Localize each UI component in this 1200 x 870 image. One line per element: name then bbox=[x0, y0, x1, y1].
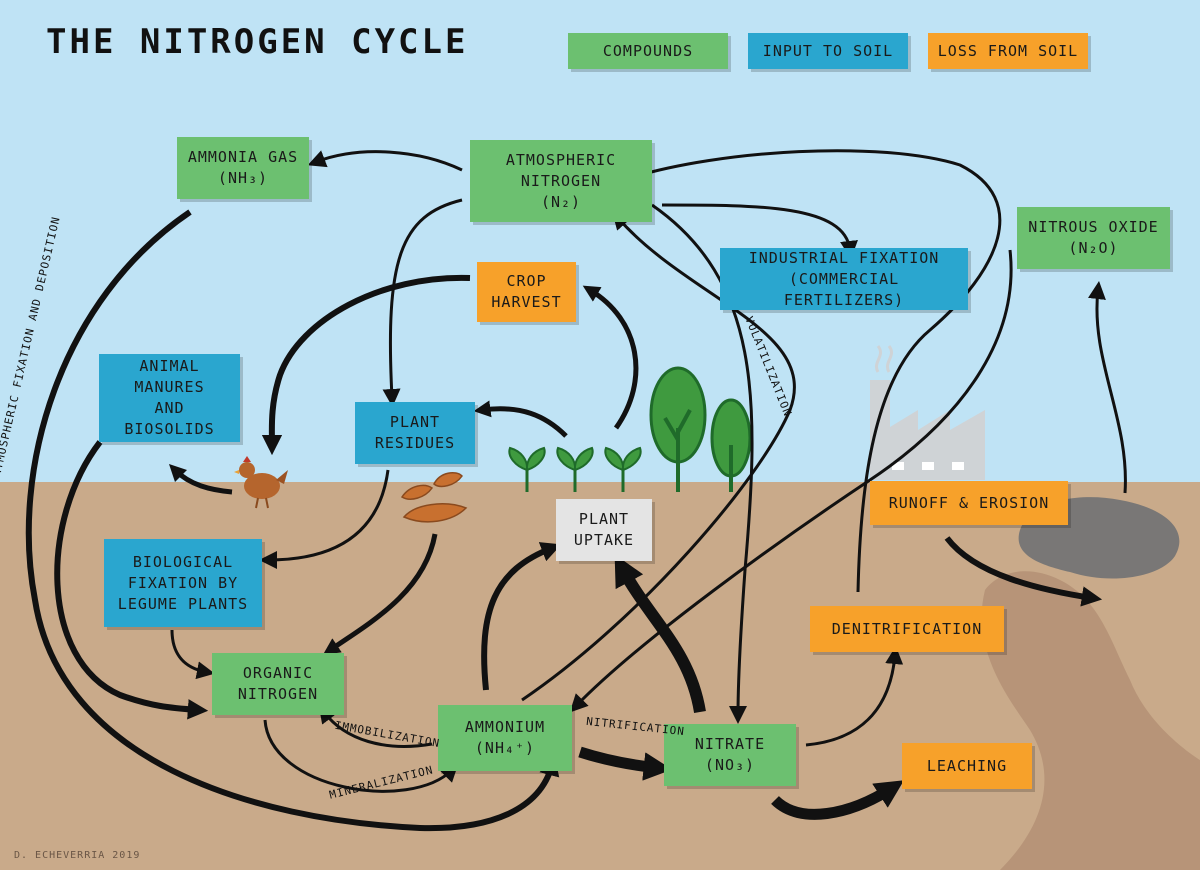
trees-icon bbox=[649, 366, 752, 492]
node-biological-fixation: BIOLOGICAL FIXATION BY LEGUME PLANTS bbox=[104, 539, 262, 627]
seedlings-icon bbox=[508, 446, 642, 492]
node-industrial-line-2: (COMMERCIAL FERTILIZERS) bbox=[783, 269, 905, 309]
node-plant-uptake-line-1: PLANT bbox=[578, 510, 630, 528]
node-ammonium-line-1: AMMONIUM bbox=[464, 718, 546, 736]
node-crop-harvest: CROP HARVEST bbox=[477, 262, 576, 322]
node-runoff-erosion: RUNOFF & EROSION bbox=[870, 481, 1068, 525]
node-biological-line-3: LEGUME PLANTS bbox=[117, 594, 249, 613]
node-nitrous-oxide-line-1: NITROUS OXIDE bbox=[1028, 218, 1159, 236]
node-nitrous-oxide-line-2: (N₂O) bbox=[1068, 239, 1119, 257]
node-nitrous-oxide: NITROUS OXIDE (N₂O) bbox=[1017, 207, 1170, 269]
arrow-pond-to-nitrous-oxide bbox=[1088, 281, 1127, 494]
leaves-icon bbox=[400, 471, 468, 523]
chicken-icon bbox=[234, 456, 288, 509]
node-crop-harvest-line-1: CROP bbox=[506, 272, 547, 290]
node-animal-manures: ANIMAL MANURES AND BIOSOLIDS bbox=[99, 354, 240, 442]
node-atmospheric-line-3: (N₂) bbox=[540, 192, 582, 211]
node-atmospheric-nitrogen: ATMOSPHERIC NITROGEN (N₂) bbox=[470, 140, 652, 222]
node-leaching: LEACHING bbox=[902, 743, 1032, 789]
node-nitrate-line-2: (NO₃) bbox=[704, 756, 756, 774]
node-crop-harvest-line-2: HARVEST bbox=[491, 293, 562, 311]
node-organic-nitrogen-line-1: ORGANIC bbox=[242, 664, 314, 682]
runoff-stream bbox=[981, 571, 1200, 870]
legend-input-to-soil: INPUT TO SOIL bbox=[748, 33, 908, 69]
node-biological-line-2: FIXATION BY bbox=[127, 573, 239, 592]
node-atmospheric-line-1: ATMOSPHERIC bbox=[505, 150, 617, 169]
arrow-runoff-to-pond bbox=[944, 536, 1103, 607]
node-runoff-erosion-line-1: RUNOFF & EROSION bbox=[888, 493, 1050, 512]
arrow-plants-to-crop-harvest bbox=[582, 285, 639, 430]
node-industrial-line-1: INDUSTRIAL FIXATION bbox=[748, 248, 940, 267]
factory-icon bbox=[870, 345, 985, 480]
node-plant-uptake: PLANT UPTAKE bbox=[556, 499, 652, 561]
node-plant-residues: PLANT RESIDUES bbox=[355, 402, 475, 464]
arrow-industrial-to-ammonium bbox=[569, 249, 1013, 713]
arrow-nitrification bbox=[578, 746, 673, 781]
node-animal-manures-line-3: AND BIOSOLIDS bbox=[124, 399, 215, 438]
node-animal-manures-line-2: MANURES bbox=[134, 378, 205, 396]
arrow-immobilization bbox=[318, 704, 433, 748]
node-plant-residues-line-1: PLANT bbox=[389, 413, 441, 431]
page-title: THE NITROGEN CYCLE bbox=[46, 22, 469, 62]
arrow-mineralization bbox=[263, 719, 459, 793]
arrow-atmospheric-fixation-deposition bbox=[25, 209, 560, 832]
arrow-crop-harvest-to-animal-manures bbox=[261, 274, 471, 456]
arrow-leaves-to-organic bbox=[322, 533, 438, 655]
node-leaching-line-1: LEACHING bbox=[926, 756, 1008, 775]
arrow-plants-to-plant-residues bbox=[473, 400, 568, 438]
arrow-atmospheric-to-plant-residues bbox=[382, 198, 463, 407]
arrow-atmospheric-to-industrial bbox=[661, 203, 858, 259]
node-organic-nitrogen: ORGANIC NITROGEN bbox=[212, 653, 344, 715]
node-biological-line-1: BIOLOGICAL bbox=[132, 552, 234, 571]
arrow-nitrate-to-leaching bbox=[771, 780, 905, 820]
arrow-volatilization bbox=[521, 211, 796, 702]
node-organic-nitrogen-line-2: NITROGEN bbox=[237, 685, 319, 703]
arrow-ammonium-to-uptake bbox=[481, 542, 562, 691]
node-plant-uptake-line-2: UPTAKE bbox=[573, 531, 635, 549]
node-nitrate-line-1: NITRATE bbox=[694, 735, 766, 753]
node-ammonium: AMMONIUM (NH₄⁺) bbox=[438, 705, 572, 771]
arrow-biological-to-organic bbox=[170, 629, 215, 680]
node-ammonia-gas: AMMONIA GAS (NH₃) bbox=[177, 137, 309, 199]
node-industrial-fixation: INDUSTRIAL FIXATION (COMMERCIAL FERTILIZ… bbox=[720, 248, 968, 310]
node-nitrate: NITRATE (NO₃) bbox=[664, 724, 796, 786]
arrow-atmospheric-to-ammonia-gas bbox=[307, 150, 463, 172]
node-atmospheric-line-2: NITROGEN bbox=[520, 171, 602, 190]
node-ammonia-gas-line-2: (NH₃) bbox=[217, 169, 269, 187]
legend-compounds: COMPOUNDS bbox=[568, 33, 728, 69]
arrow-nitrate-to-denitrification bbox=[805, 646, 904, 747]
node-denitrification-line-1: DENITRIFICATION bbox=[831, 619, 983, 638]
arrow-industrial-to-nitrate bbox=[651, 203, 754, 724]
arrow-chicken-to-animal-manures bbox=[168, 463, 233, 495]
arrow-denitrification-to-atmospheric bbox=[621, 149, 1002, 593]
node-denitrification: DENITRIFICATION bbox=[810, 606, 1004, 652]
arrow-residues-to-biological bbox=[259, 469, 390, 569]
node-ammonia-gas-line-1: AMMONIA GAS bbox=[187, 148, 299, 166]
node-plant-residues-line-2: RESIDUES bbox=[374, 434, 456, 452]
node-ammonium-line-2: (NH₄⁺) bbox=[474, 739, 536, 757]
arrow-nitrate-to-uptake bbox=[614, 554, 706, 714]
credit-text: D. ECHEVERRIA 2019 bbox=[14, 850, 141, 861]
node-animal-manures-line-1: ANIMAL bbox=[139, 357, 200, 375]
legend-loss-from-soil: LOSS FROM SOIL bbox=[928, 33, 1088, 69]
arrow-animal-manures-to-organic bbox=[54, 440, 209, 720]
